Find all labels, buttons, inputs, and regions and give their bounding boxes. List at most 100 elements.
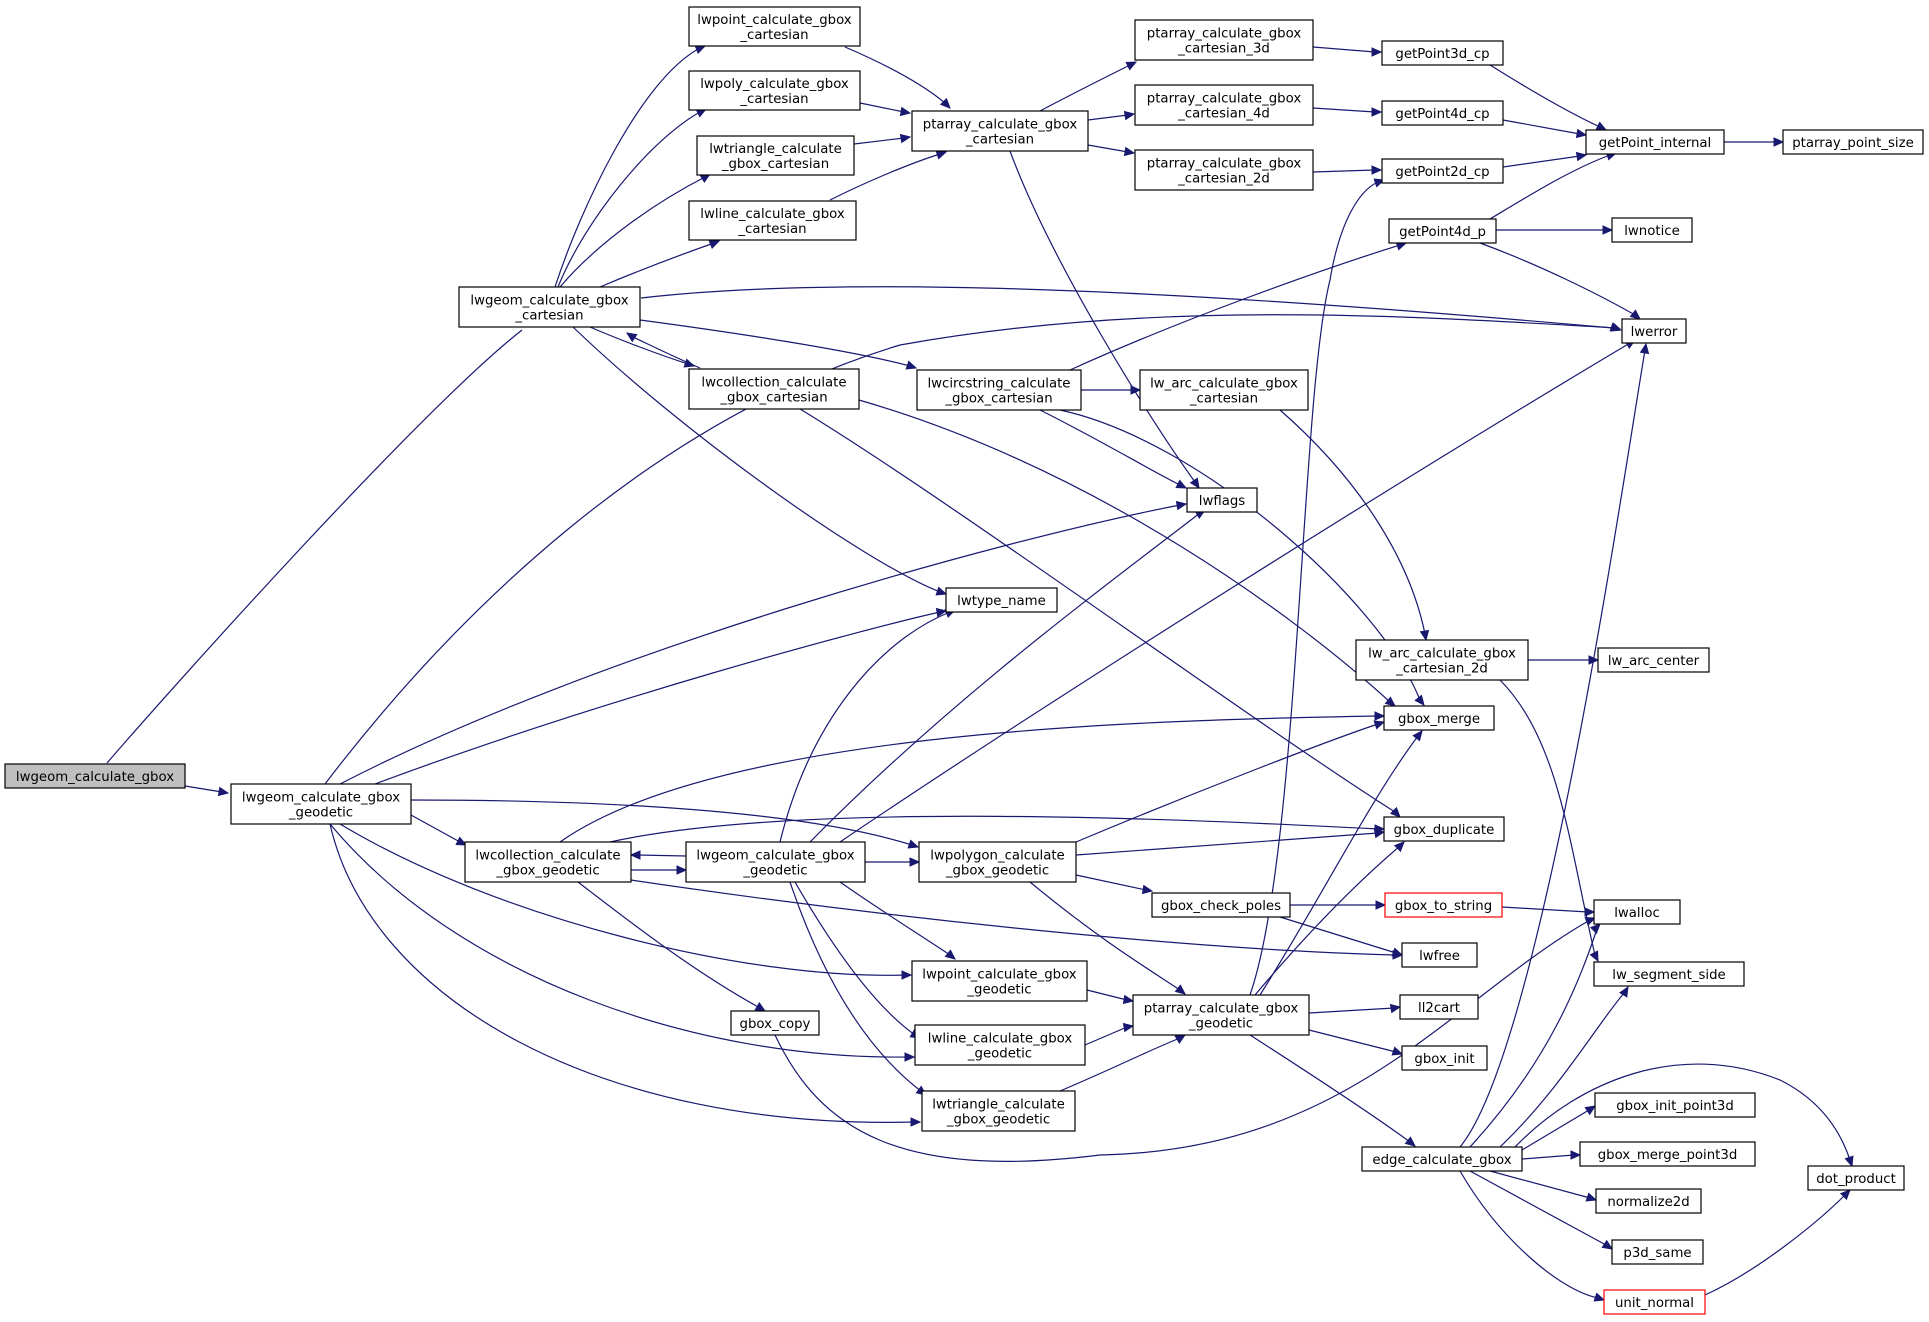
- edge-line: [184, 785, 223, 793]
- node-normalize2d[interactable]: normalize2d: [1595, 1188, 1702, 1214]
- edge-ptarrg-to-ll2cart: [1308, 1003, 1402, 1014]
- edge-root-to-lgcart: [106, 329, 523, 764]
- edge-pt4d-to-gp4d: [1312, 107, 1383, 117]
- node-edge-calculate-gbox[interactable]: edge_calculate_gbox: [1361, 1146, 1523, 1172]
- arrowhead: [1584, 1105, 1597, 1116]
- edge-line: [639, 319, 911, 367]
- edge-lgcart-to-lwpointc: [554, 45, 707, 288]
- node-gbox-check-poles[interactable]: gbox_check_poles: [1151, 892, 1291, 918]
- edge-line: [1469, 925, 1599, 1148]
- node-label: lwfree: [1419, 949, 1460, 964]
- node-lwcollection-calculate-gbox-cartesian[interactable]: lwcollection_calculate_gbox_cartesian: [688, 368, 860, 410]
- node-ptarray-calculate-gbox-cartesian-2d[interactable]: ptarray_calculate_gbox_cartesian_2d: [1134, 149, 1314, 191]
- edge-line: [106, 329, 523, 764]
- node-label: ptarray_point_size: [1792, 136, 1914, 151]
- node-dot-product[interactable]: dot_product: [1807, 1165, 1905, 1191]
- arrowhead: [694, 45, 707, 54]
- node-lwalloc[interactable]: lwalloc: [1593, 899, 1681, 925]
- edge-line: [329, 823, 909, 1058]
- node-getpoint4d-cp[interactable]: getPoint4d_cp: [1381, 100, 1504, 126]
- node-box: [1597, 647, 1710, 673]
- node-box: [688, 70, 861, 111]
- node-lwpoint-calculate-gbox-geodetic[interactable]: lwpoint_calculate_gbox_geodetic: [911, 960, 1088, 1002]
- edge-line: [1039, 64, 1131, 112]
- node-box: [1383, 705, 1495, 731]
- arrowhead: [1375, 900, 1387, 910]
- arrowhead: [629, 850, 641, 860]
- node-box: [1611, 1239, 1704, 1265]
- edge-lggeo2-to-lwtype: [779, 609, 957, 843]
- edge-lgcgeo-to-lwtrig: [329, 823, 922, 1127]
- node-gbox-copy[interactable]: gbox_copy: [730, 1010, 820, 1036]
- edge-line: [1249, 181, 1379, 996]
- arrowhead: [1844, 1155, 1854, 1168]
- node-lwline-calculate-gbox-geodetic[interactable]: lwline_calculate_gbox_geodetic: [914, 1024, 1086, 1066]
- node-label: _cartesian: [739, 28, 808, 43]
- edge-lwcircc-to-lwflags: [1039, 409, 1188, 489]
- node-lwcircstring-calculate-gbox-cartesian[interactable]: lwcircstring_calculate_gbox_cartesian: [916, 369, 1082, 411]
- node-lw-arc-calculate-gbox-cartesian[interactable]: lw_arc_calculate_gbox_cartesian: [1139, 369, 1309, 411]
- node-ll2cart[interactable]: ll2cart: [1399, 994, 1479, 1020]
- node-gbox-init-point3d[interactable]: gbox_init_point3d: [1594, 1092, 1756, 1118]
- edge-line: [1499, 679, 1596, 956]
- edge-line: [374, 611, 941, 785]
- arrowhead: [904, 1052, 916, 1062]
- node-lwpoly-calculate-gbox-cartesian[interactable]: lwpoly_calculate_gbox_cartesian: [688, 70, 861, 111]
- edge-line: [1009, 150, 1196, 483]
- node-lwgeom-calculate-gbox-cartesian[interactable]: lwgeom_calculate_gbox_cartesian: [458, 286, 641, 328]
- node-label: dot_product: [1816, 1172, 1896, 1187]
- node-lwtriangle-calculate-gbox-geodetic[interactable]: lwtriangle_calculate_gbox_geodetic: [921, 1090, 1076, 1132]
- node-lw-arc-calculate-gbox-cartesian-2d[interactable]: lw_arc_calculate_gbox_cartesian_2d: [1355, 639, 1529, 681]
- edge-line: [1469, 1170, 1607, 1246]
- node-box: [1139, 369, 1309, 411]
- edge-root-to-lgcgeo: [184, 785, 230, 797]
- arrowhead: [910, 1117, 922, 1127]
- node-box: [1134, 149, 1314, 191]
- arrowhead: [1601, 1239, 1614, 1250]
- node-ptarray-calculate-gbox-geodetic[interactable]: ptarray_calculate_gbox_geodetic: [1132, 994, 1310, 1036]
- node-lwgeom-calculate-gbox-geodetic[interactable]: lwgeom_calculate_gbox_geodetic: [685, 841, 866, 883]
- edge-line: [410, 799, 913, 846]
- node-ptarray-calculate-gbox-cartesian-3d[interactable]: ptarray_calculate_gbox_cartesian_3d: [1134, 19, 1314, 61]
- node-ptarray-point-size[interactable]: ptarray_point_size: [1782, 129, 1924, 155]
- edge-gp4dp-to-gpint: [1489, 151, 1618, 220]
- node-lw-arc-center[interactable]: lw_arc_center: [1597, 647, 1710, 673]
- node-lwerror[interactable]: lwerror: [1621, 318, 1687, 344]
- node-lwpolygon-calculate-gbox-geodetic[interactable]: lwpolygon_calculate_gbox_geodetic: [918, 841, 1077, 883]
- node-gbox-merge[interactable]: gbox_merge: [1383, 705, 1495, 731]
- node-lwline-calculate-gbox-cartesian[interactable]: lwline_calculate_gbox_cartesian: [688, 200, 857, 241]
- arrowhead: [1391, 1046, 1404, 1056]
- node-getpoint-internal[interactable]: getPoint_internal: [1585, 129, 1725, 155]
- node-p3d-same[interactable]: p3d_same: [1611, 1239, 1704, 1265]
- node-lwflags[interactable]: lwflags: [1186, 487, 1258, 513]
- node-lw-segment-side[interactable]: lw_segment_side: [1593, 961, 1745, 987]
- node-lwcollection-calculate-gbox-geodetic[interactable]: lwcollection_calculate_gbox_geodetic: [464, 841, 632, 883]
- node-lwgeom-calculate-gbox-geodetic[interactable]: lwgeom_calculate_gbox_geodetic: [230, 783, 412, 825]
- node-lwtype-name[interactable]: lwtype_name: [945, 587, 1058, 613]
- node-gbox-merge-point3d[interactable]: gbox_merge_point3d: [1579, 1141, 1756, 1167]
- arrowhead: [754, 1002, 767, 1012]
- node-getpoint3d-cp[interactable]: getPoint3d_cp: [1381, 40, 1504, 66]
- node-gbox-to-string[interactable]: gbox_to_string: [1384, 892, 1503, 918]
- node-lwpoint-calculate-gbox-cartesian[interactable]: lwpoint_calculate_gbox_cartesian: [688, 6, 861, 47]
- arrowhead: [1589, 950, 1599, 963]
- node-getpoint4d-p[interactable]: getPoint4d_p: [1388, 218, 1497, 244]
- node-lwfree[interactable]: lwfree: [1401, 942, 1478, 968]
- edge-line: [1069, 244, 1401, 371]
- node-gbox-init[interactable]: gbox_init: [1401, 1045, 1488, 1071]
- node-lwnotice[interactable]: lwnotice: [1611, 217, 1693, 243]
- arrowhead: [1575, 128, 1588, 139]
- node-label: gbox_duplicate: [1394, 823, 1495, 838]
- node-lwgeom-calculate-gbox[interactable]: lwgeom_calculate_gbox: [4, 763, 186, 789]
- node-unit-normal[interactable]: unit_normal: [1603, 1289, 1706, 1315]
- node-box: [1134, 19, 1314, 61]
- node-lwtriangle-calculate-gbox-cartesian[interactable]: lwtriangle_calculate_gbox_cartesian: [696, 135, 855, 176]
- node-getpoint2d-cp[interactable]: getPoint2d_cp: [1381, 158, 1504, 184]
- node-ptarray-calculate-gbox-cartesian[interactable]: ptarray_calculate_gbox_cartesian: [911, 110, 1089, 152]
- node-ptarray-calculate-gbox-cartesian-4d[interactable]: ptarray_calculate_gbox_cartesian_4d: [1134, 84, 1314, 126]
- edge-line: [554, 47, 701, 288]
- node-label: lw_arc_calculate_gbox: [1368, 647, 1516, 662]
- edge-line: [559, 715, 1379, 843]
- node-label: _gbox_geodetic: [495, 864, 599, 879]
- node-gbox-duplicate[interactable]: gbox_duplicate: [1383, 816, 1505, 842]
